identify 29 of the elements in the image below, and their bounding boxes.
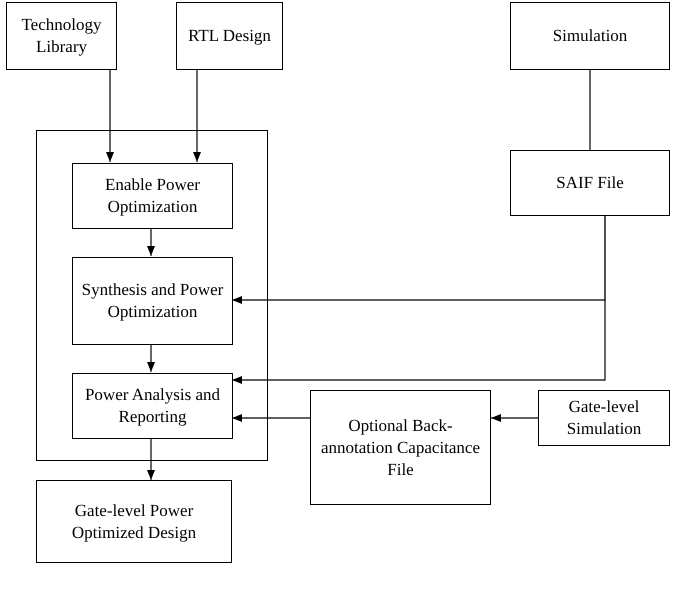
box-label: Technology Library <box>20 14 102 58</box>
process-box <box>510 150 670 216</box>
arrow <box>147 228 155 256</box>
process-box <box>72 163 233 229</box>
box-label: SAIF File <box>556 172 624 194</box>
process-box <box>72 257 233 345</box>
process-box <box>6 2 117 70</box>
box-label: Optional Back-annotation Capacitance File <box>320 414 482 480</box>
box-label: Gate-level Simulation <box>566 396 642 440</box>
box-label: Synthesis and Power Optimization <box>80 279 224 323</box>
arrow <box>232 414 310 422</box>
box-label: Enable Power Optimization <box>104 174 201 218</box>
arrow <box>106 70 114 162</box>
box-label: RTL Design <box>188 25 271 47</box>
arrow <box>147 344 155 372</box>
box-label: Power Analysis and Reporting <box>84 384 222 428</box>
process-box <box>538 390 670 446</box>
arrow <box>232 216 606 384</box>
arrow <box>491 414 538 422</box>
box-label: Simulation <box>552 25 628 47</box>
arrow <box>147 438 155 480</box>
process-box <box>36 480 232 563</box>
process-box <box>310 390 491 505</box>
arrow <box>193 70 201 162</box>
box-label: Gate-level Power Optimized Design <box>70 500 198 544</box>
process-box <box>510 2 670 70</box>
process-box <box>176 2 283 70</box>
process-box <box>72 373 233 439</box>
group-box <box>36 130 268 461</box>
